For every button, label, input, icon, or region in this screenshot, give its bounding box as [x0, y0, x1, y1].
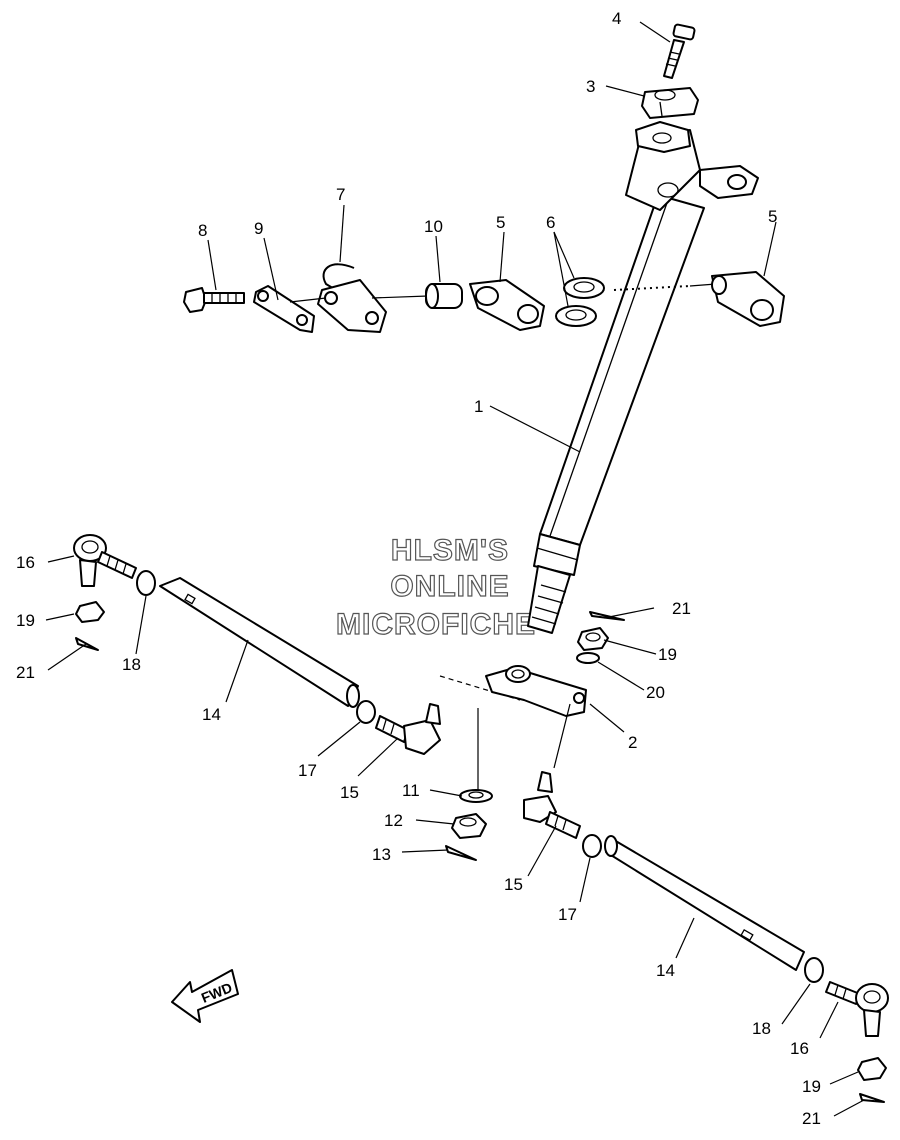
- tie-rod-end-part-16-right: [825, 981, 889, 1037]
- washer-pair-part-6: [555, 277, 605, 327]
- callout-4: 4: [612, 9, 621, 28]
- callout-21-center: 21: [672, 599, 691, 618]
- bolt-part-8: [183, 287, 245, 313]
- callout-8: 8: [198, 221, 207, 240]
- collar-part-10: [425, 283, 463, 309]
- callout-leader-lines: [45, 21, 865, 1117]
- callout-20: 20: [646, 683, 665, 702]
- callout-numbers: 4 3 7 8 9 10 5 6 5 1 16 19 21 18 14 17 1…: [16, 9, 821, 1128]
- nut-part-19-left: [75, 601, 105, 623]
- callout-17-left: 17: [298, 761, 317, 780]
- cotter-pin-part-21-right: [859, 1093, 885, 1103]
- washer-part-20: [576, 652, 600, 664]
- callout-18-left: 18: [122, 655, 141, 674]
- bracket-half-part-5-right: [711, 271, 785, 327]
- callout-17-right: 17: [558, 905, 577, 924]
- callout-12: 12: [384, 811, 403, 830]
- cotter-pin-part-21-center: [589, 611, 625, 621]
- nut-part-19-center: [577, 627, 609, 651]
- watermark: HLSM'S ONLINE MICROFICHE: [335, 533, 536, 641]
- callout-9: 9: [254, 219, 263, 238]
- callout-10: 10: [424, 217, 443, 236]
- locknut-part-17-right: [582, 834, 602, 858]
- callout-2: 2: [628, 733, 637, 752]
- callout-5-right: 5: [768, 207, 777, 226]
- callout-19-center: 19: [658, 645, 677, 664]
- callout-3: 3: [586, 77, 595, 96]
- bolt-part-4: [663, 23, 696, 79]
- watermark-line-1: HLSM'S: [391, 534, 509, 567]
- callout-21-left: 21: [16, 663, 35, 682]
- callout-14-left: 14: [202, 705, 221, 724]
- callout-19-right: 19: [802, 1077, 821, 1096]
- callout-16-left: 16: [16, 553, 35, 572]
- callout-15-left: 15: [340, 783, 359, 802]
- tie-rod-end-part-15-left: [375, 703, 441, 755]
- callout-13: 13: [372, 845, 391, 864]
- locknut-part-17-left: [356, 700, 376, 724]
- callout-14-right: 14: [656, 961, 675, 980]
- clamp-part-3: [641, 87, 699, 119]
- callout-21-right: 21: [802, 1109, 821, 1128]
- tie-rod-end-part-15-right: [523, 771, 581, 839]
- lock-washer-part-9: [253, 285, 315, 333]
- nut-part-19-right: [857, 1057, 887, 1081]
- forward-direction-arrow-icon: FWD: [171, 969, 239, 1023]
- nut-part-12: [451, 813, 487, 839]
- callout-19-left: 19: [16, 611, 35, 630]
- callout-16-right: 16: [790, 1039, 809, 1058]
- callout-7: 7: [336, 185, 345, 204]
- callout-18-right: 18: [752, 1019, 771, 1038]
- pitman-arm-part-2: [485, 665, 587, 717]
- callout-5-left: 5: [496, 213, 505, 232]
- watermark-line-3: MICROFICHE: [336, 608, 536, 641]
- cotter-pin-part-13: [445, 845, 477, 861]
- cotter-pin-part-21-left: [75, 637, 99, 651]
- callout-1: 1: [474, 397, 483, 416]
- callout-15-right: 15: [504, 875, 523, 894]
- cotter-pin-part-7: [317, 263, 387, 333]
- tie-rod-part-14-left: [159, 577, 360, 708]
- locknut-part-18-right: [804, 957, 824, 983]
- callout-11: 11: [402, 781, 420, 800]
- washer-part-11: [459, 789, 493, 803]
- callout-6: 6: [546, 213, 555, 232]
- tie-rod-end-part-16-left: [73, 534, 137, 587]
- tie-rod-part-14-right: [604, 835, 805, 971]
- watermark-line-2: ONLINE: [390, 570, 509, 603]
- bracket-half-part-5-left: [469, 279, 545, 331]
- locknut-part-18-left: [136, 570, 156, 596]
- steering-column-part: [527, 121, 759, 634]
